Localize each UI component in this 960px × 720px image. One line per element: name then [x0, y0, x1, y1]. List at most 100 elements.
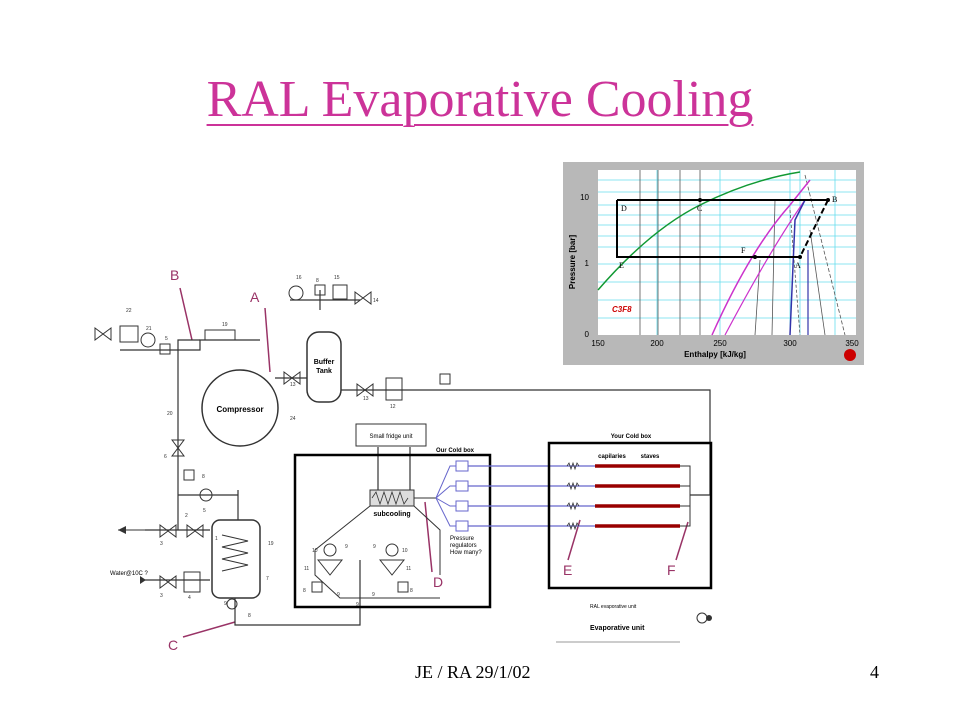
ph-diagram: Pressure [bar] Enthalpy [kJ/kg] C3F8 10 … — [563, 162, 864, 365]
marker-a: A — [250, 289, 260, 305]
ph-refrigerant-label: C3F8 — [612, 305, 632, 314]
ref-8e: 8 — [410, 588, 413, 594]
pressure-regulators — [435, 460, 469, 532]
pressure-regulators-label-2: regulators — [450, 543, 477, 549]
ph-plot-area — [598, 170, 856, 335]
fridge-unit-box — [355, 423, 427, 447]
staves-label: staves — [641, 454, 660, 460]
evap-unit-logo — [696, 612, 712, 624]
ref-12: 12 — [390, 404, 396, 410]
ph-point-f: F — [741, 246, 746, 255]
compressor-label: Compressor — [216, 405, 263, 414]
ref-22: 22 — [126, 308, 132, 314]
ref-9e: 9 — [372, 592, 375, 598]
buffer-tank-label-2: Tank — [316, 368, 332, 375]
ref-3a: 3 — [160, 541, 163, 547]
marker-leaders — [179, 287, 689, 638]
water-heat-exchanger — [211, 519, 261, 599]
marker-b: B — [170, 267, 179, 283]
marker-e: E — [563, 562, 572, 578]
ref-8a: 8 — [316, 278, 319, 284]
ref-19b: 19 — [268, 541, 274, 547]
ref-10b: 10 — [402, 548, 408, 554]
subcooling-label: subcooling — [373, 511, 410, 518]
ph-xtick-200: 200 — [650, 339, 664, 348]
ph-grid — [598, 170, 856, 335]
ref-7: 7 — [266, 576, 269, 582]
ref-9b: 9 — [345, 544, 348, 550]
evap-unit-small-label: RAL evaporative unit — [590, 604, 637, 610]
ref-8c: 8 — [248, 613, 251, 619]
evap-unit-label: Evaporative unit — [590, 625, 645, 632]
ref-14: 14 — [373, 298, 379, 304]
ph-x-axis-label: Enthalpy [kJ/kg] — [684, 350, 746, 359]
ref-20: 20 — [167, 411, 173, 417]
ref-4: 4 — [188, 595, 191, 601]
ref-5a: 5 — [165, 336, 168, 342]
slide-title: RAL Evaporative Cooling — [206, 71, 754, 128]
ph-vapour-curve-1 — [711, 179, 811, 336]
water-arrows — [118, 526, 146, 584]
marker-c: C — [168, 637, 178, 653]
buffer-tank-label-1: Buffer — [314, 359, 335, 366]
reference-numbers: 22 21 5 19 16 8 15 14 13 13 12 20 24 6 8… — [126, 275, 413, 619]
ref-19a: 19 — [222, 322, 228, 328]
ref-3b: 3 — [160, 593, 163, 599]
ref-9c: 9 — [373, 544, 376, 550]
marker-letters: B A C D E F — [168, 267, 676, 653]
ph-isentrope — [789, 199, 806, 336]
ref-21: 21 — [146, 326, 152, 332]
water-label: Water@10C ? — [110, 571, 149, 577]
ph-logo — [844, 349, 856, 361]
ph-xtick-300: 300 — [783, 339, 797, 348]
ph-xtick-250: 250 — [713, 339, 727, 348]
ph-ytick-0: 0 — [585, 330, 590, 339]
ph-point-b: B — [832, 195, 837, 204]
ph-ticks: 10 1 0 150 200 250 300 350 — [580, 193, 859, 348]
ph-ytick-1: 1 — [585, 259, 590, 268]
ref-15: 15 — [334, 275, 340, 281]
ph-ytick-10: 10 — [580, 193, 589, 202]
capillary-coils — [566, 461, 580, 531]
ph-point-a: A — [795, 261, 801, 270]
ref-8b: 8 — [202, 474, 205, 480]
pressure-regulators-label-1: Pressure — [450, 536, 475, 542]
our-cold-box — [293, 453, 492, 609]
instrument-cluster — [94, 284, 451, 610]
ph-vapour-curve-2 — [724, 199, 806, 336]
ref-5b: 5 — [203, 508, 206, 514]
ph-point-d: D — [621, 204, 627, 213]
marker-f: F — [667, 562, 676, 578]
ref-1: 1 — [215, 536, 218, 542]
marker-d: D — [433, 574, 443, 590]
ref-9f: 9 — [356, 602, 359, 608]
our-cold-box-label: Our Cold box — [436, 448, 475, 454]
ph-point-dots — [698, 198, 830, 259]
ref-16: 16 — [296, 275, 302, 281]
ph-xtick-350: 350 — [845, 339, 859, 348]
ref-10a: 10 — [312, 548, 318, 554]
footer-author-date: JE / RA 29/1/02 — [415, 662, 531, 682]
ref-11b: 11 — [406, 566, 411, 572]
capillaries-label: capilaries — [598, 454, 626, 460]
staves — [595, 464, 680, 528]
ph-xtick-150: 150 — [591, 339, 605, 348]
pressure-regulators-label-3: How many? — [450, 550, 482, 556]
your-cold-box — [547, 441, 713, 590]
cold-box-loop — [311, 505, 441, 599]
ph-points: D C B F E A — [619, 195, 837, 270]
subcooling-exchanger — [369, 489, 436, 507]
stave-manifold — [680, 465, 710, 527]
ref-13a: 13 — [290, 382, 296, 388]
ref-9a: 9 — [224, 601, 227, 607]
ref-6: 6 — [164, 454, 167, 460]
your-cold-box-label: Your Cold box — [611, 434, 652, 440]
page-number: 4 — [870, 662, 879, 682]
ph-point-c: C — [697, 204, 702, 213]
ref-11a: 11 — [304, 566, 309, 572]
ref-2: 2 — [185, 513, 188, 519]
ref-24: 24 — [290, 416, 296, 422]
buffer-tank: Buffer Tank — [306, 331, 342, 403]
fridge-unit-label: Small fridge unit — [369, 434, 412, 440]
